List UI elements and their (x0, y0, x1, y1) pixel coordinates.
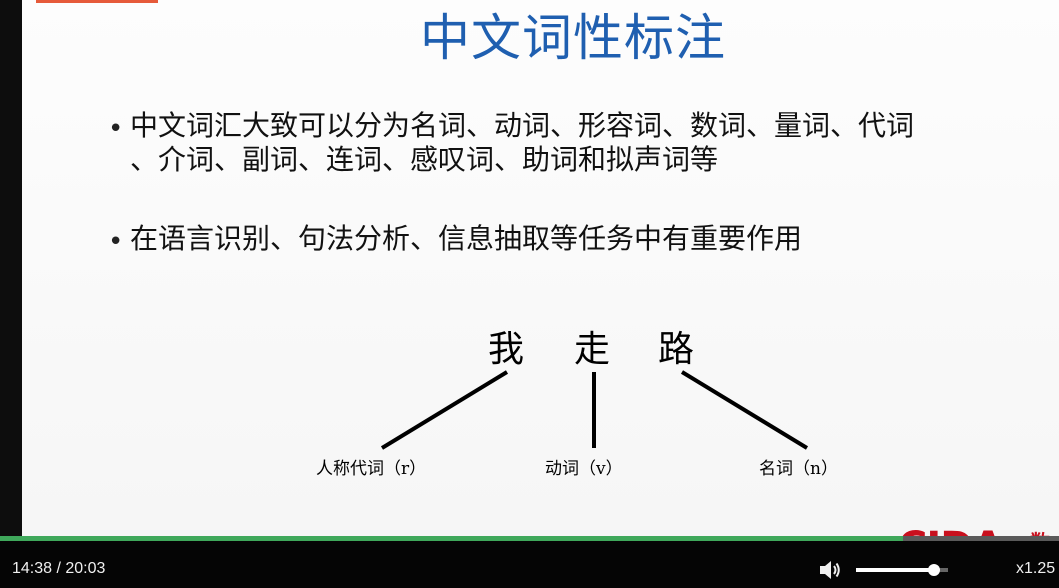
volume-slider[interactable] (856, 564, 948, 576)
player-control-bar: 14:38 / 20:03 x1.25 (0, 536, 1059, 588)
link-line-wo (380, 370, 509, 450)
bullet-dot: • (108, 227, 124, 257)
slide-title: 中文词性标注 (420, 9, 726, 67)
tag-label-verb: 动词（v） (545, 459, 623, 479)
tag-connector-lines (380, 370, 809, 450)
volume-slider-knob[interactable] (928, 564, 941, 576)
time-display: 14:38 / 20:03 (12, 560, 106, 577)
bullet-dot: • (108, 114, 124, 144)
tag-label-pronoun: 人称代词（r） (316, 459, 427, 479)
tag-label-noun: 名词（n） (759, 459, 838, 479)
speaker-icon[interactable] (818, 559, 842, 581)
left-edge-bar (0, 0, 22, 588)
slide-frame: 中文词性标注 • 中文词汇大致可以分为名词、动词、形容词、数词、量词、代词 、介… (22, 0, 1059, 536)
playback-speed-button[interactable]: x1.25 (1016, 560, 1056, 577)
bullet-1-line-1: 中文词汇大致可以分为名词、动词、形容词、数词、量词、代词 (130, 109, 915, 142)
bullet-1-line-2: 、介词、副词、连词、感叹词、助词和拟声词等 (130, 143, 719, 176)
example-char-wo: 我 (488, 329, 525, 370)
example-char-zou: 走 (574, 329, 611, 370)
bullet-2-line-1: 在语言识别、句法分析、信息抽取等任务中有重要作用 (130, 222, 803, 255)
top-accent-bar (36, 0, 158, 3)
progress-bar[interactable] (0, 536, 1059, 541)
example-char-lu: 路 (658, 329, 695, 370)
volume-slider-fill (856, 568, 935, 572)
link-line-lu (680, 370, 809, 450)
progress-bar-fill (0, 536, 904, 541)
